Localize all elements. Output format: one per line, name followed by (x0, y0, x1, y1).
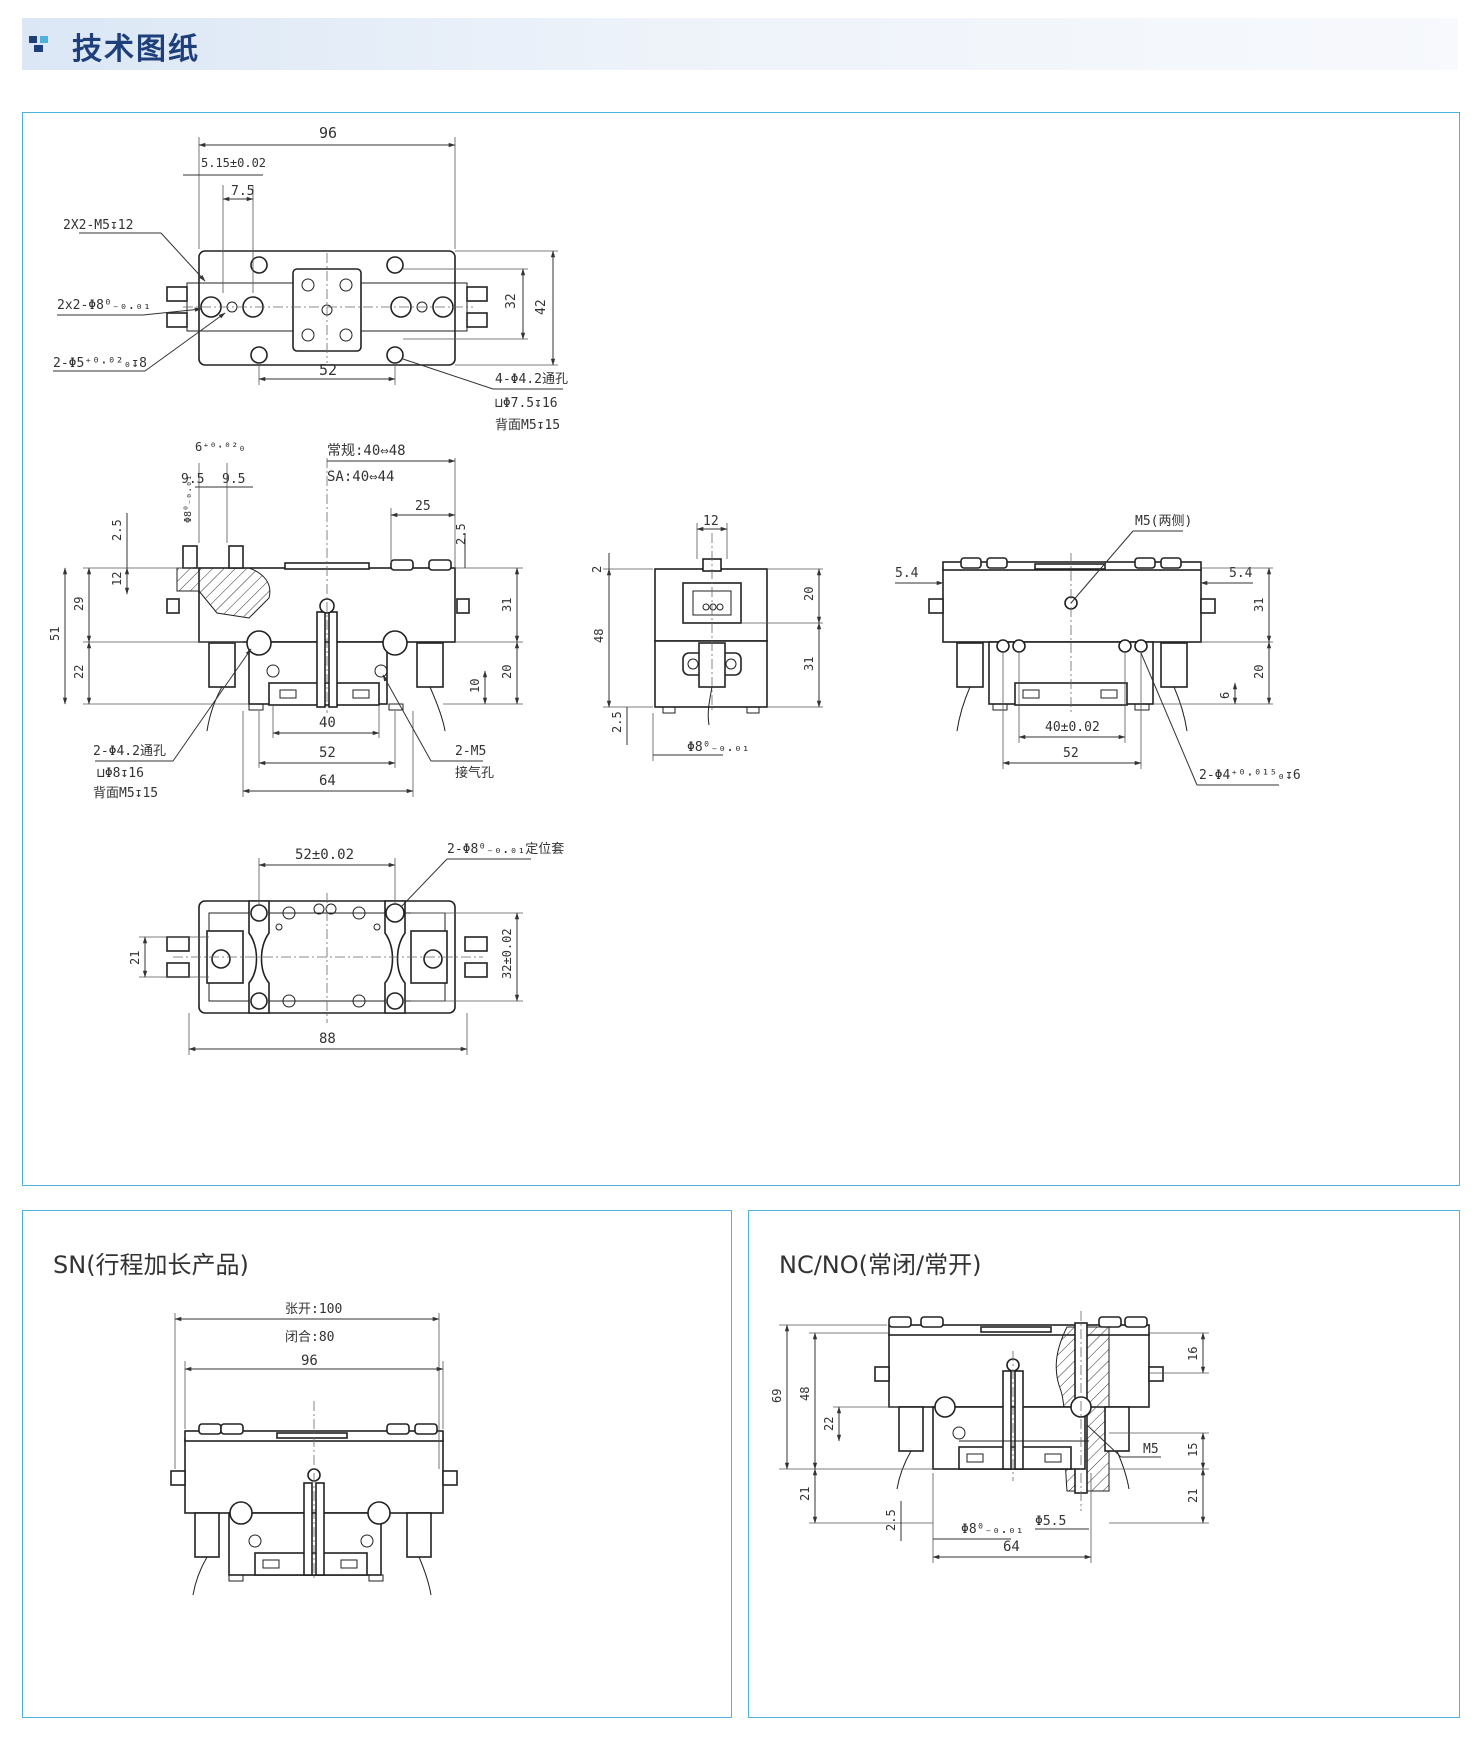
dim-32: 32 (504, 293, 519, 309)
nc-dim-16: 16 (1186, 1347, 1200, 1361)
nc-dim-64: 64 (1003, 1539, 1020, 1555)
dim-42: 42 (534, 299, 549, 315)
nc-dim-48: 48 (798, 1387, 812, 1401)
dim-22: 22 (72, 665, 86, 679)
dim-29: 29 (72, 597, 86, 611)
page-title: 技术图纸 (72, 32, 200, 67)
sn-dim-96: 96 (301, 1353, 318, 1369)
dim-20-side: 20 (802, 587, 816, 601)
nc-dim-15: 15 (1186, 1443, 1200, 1457)
sn-label: SN(行程加长产品) (53, 1251, 249, 1279)
dim-20-rear: 20 (1252, 665, 1266, 679)
callout-2-phi5: 2-Φ5⁺⁰·⁰²₀↧8 (53, 356, 147, 371)
dim-54-left: 5.4 (895, 566, 919, 581)
stroke-sa: SA:40⇔44 (327, 469, 394, 485)
dim-2-side: 2 (590, 566, 604, 573)
dim-88: 88 (319, 1031, 336, 1047)
dim-52-bottom: 52±0.02 (295, 847, 354, 863)
dim-phi8-side: Φ8⁰₋₀.₀₁ (687, 740, 750, 755)
dim-40-rear: 40±0.02 (1045, 720, 1100, 735)
dim-52-rear: 52 (1063, 746, 1079, 761)
dim-32-bottom: 32±0.02 (500, 928, 514, 979)
side-view: 12 2 48 2.5 20 31 Φ8⁰₋₀.₀₁ (590, 514, 823, 761)
callout-air-port: 接气孔 (455, 765, 494, 781)
nc-dim-21-right: 21 (1186, 1489, 1200, 1503)
section-header: 技术图纸 (22, 18, 1458, 70)
sn-close-stroke: 闭合:80 (285, 1330, 334, 1345)
dim-25-side: 2.5 (610, 711, 624, 733)
dim-52: 52 (319, 361, 337, 379)
dim-10: 10 (468, 679, 482, 693)
stroke-regular: 常规:40⇔48 (327, 443, 406, 459)
dim-12: 12 (110, 572, 124, 586)
sn-open-stroke: 张开:100 (285, 1302, 342, 1317)
dim-25v-right: 2.5 (454, 523, 468, 545)
technical-drawing-panel: 96 5.15±0.02 7.5 52 32 42 2X2-M5↧12 2x2-… (22, 112, 1460, 1186)
dim-48-side: 48 (592, 629, 606, 643)
sn-panel: SN(行程加长产品) 张开:100 闭合:80 96 (22, 1210, 732, 1718)
dim-21-bottom: 21 (128, 951, 142, 965)
callout-back-m5-front: 背面M5↧15 (93, 786, 158, 801)
callout-locating-sleeve: 2-Φ8⁰₋₀.₀₁定位套 (447, 841, 564, 857)
dim-75: 7.5 (231, 184, 254, 199)
callout-2-phi42-front: 2-Φ4.2通孔 (93, 744, 166, 759)
gear-logo-icon (29, 36, 48, 52)
dim-64: 64 (319, 773, 336, 789)
nc-label: NC/NO(常闭/常开) (779, 1251, 982, 1279)
dim-95a: 9.5 (181, 472, 204, 487)
callout-back-m5: 背面M5↧15 (495, 418, 560, 433)
callout-4-phi42: 4-Φ4.2通孔 (495, 372, 568, 387)
nc-dim-69: 69 (770, 1389, 784, 1403)
nc-dim-21: 21 (798, 1487, 812, 1501)
dim-25: 25 (415, 499, 431, 514)
rear-view: M5(两侧) 5.4 5.4 31 20 6 40±0.02 52 2-Φ4⁺⁰… (895, 514, 1301, 786)
callout-counterbore-front: ⊔Φ8↧16 (97, 766, 144, 781)
dim-96: 96 (319, 124, 337, 142)
nc-dim-22: 22 (822, 1417, 836, 1431)
callout-counterbore: ⊔Φ7.5↧16 (495, 396, 558, 411)
dim-95b: 9.5 (222, 472, 245, 487)
dim-20: 20 (500, 665, 514, 679)
bottom-view: 52±0.02 2-Φ8⁰₋₀.₀₁定位套 21 32±0.02 88 (128, 841, 564, 1055)
callout-2-phi4: 2-Φ4⁺⁰·⁰¹⁵₀↧6 (1199, 768, 1301, 783)
dim-31-rear: 31 (1252, 598, 1266, 612)
dim-12-side: 12 (703, 514, 719, 529)
callout-m5-both-sides: M5(两侧) (1135, 514, 1192, 529)
dim-6: 6⁺⁰·⁰²₀ (195, 440, 246, 454)
front-view: 6⁺⁰·⁰²₀ 9.5 9.5 Φ8⁰₋₀.₀₁ 常规:40⇔48 SA:40⇔… (48, 440, 523, 801)
dim-52-front: 52 (319, 745, 336, 761)
nc-drawing: 69 48 22 21 2.5 16 M5 15 21 Φ8⁰₋₀.₀₁ Φ5.… (770, 1311, 1209, 1563)
nc-dim-phi55: Φ5.5 (1035, 1514, 1066, 1529)
top-view: 96 5.15±0.02 7.5 52 32 42 2X2-M5↧12 2x2-… (53, 124, 568, 433)
dim-31: 31 (500, 598, 514, 612)
nc-m5: M5 (1143, 1442, 1159, 1457)
dim-31-side: 31 (802, 657, 816, 671)
nc-no-panel: NC/NO(常闭/常开) 69 (748, 1210, 1460, 1718)
callout-2x2-phi8: 2x2-Φ8⁰₋₀.₀₁ (57, 298, 151, 313)
dim-515: 5.15±0.02 (201, 156, 266, 170)
dim-6-rear: 6 (1218, 692, 1232, 699)
nc-dim-phi8: Φ8⁰₋₀.₀₁ (961, 1522, 1024, 1537)
dim-25v-left: 2.5 (110, 519, 124, 541)
dim-40: 40 (319, 715, 336, 731)
sn-drawing: 张开:100 闭合:80 96 (170, 1302, 458, 1596)
callout-2-m5: 2-M5 (455, 744, 486, 759)
dim-phi8-front: Φ8⁰₋₀.₀₁ (183, 475, 194, 523)
callout-2x2-m5: 2X2-M5↧12 (63, 218, 133, 233)
nc-dim-25: 2.5 (884, 1509, 898, 1531)
dim-51: 51 (48, 627, 62, 641)
main-drawing: 96 5.15±0.02 7.5 52 32 42 2X2-M5↧12 2x2-… (48, 124, 1301, 1055)
dim-54-right: 5.4 (1229, 566, 1253, 581)
